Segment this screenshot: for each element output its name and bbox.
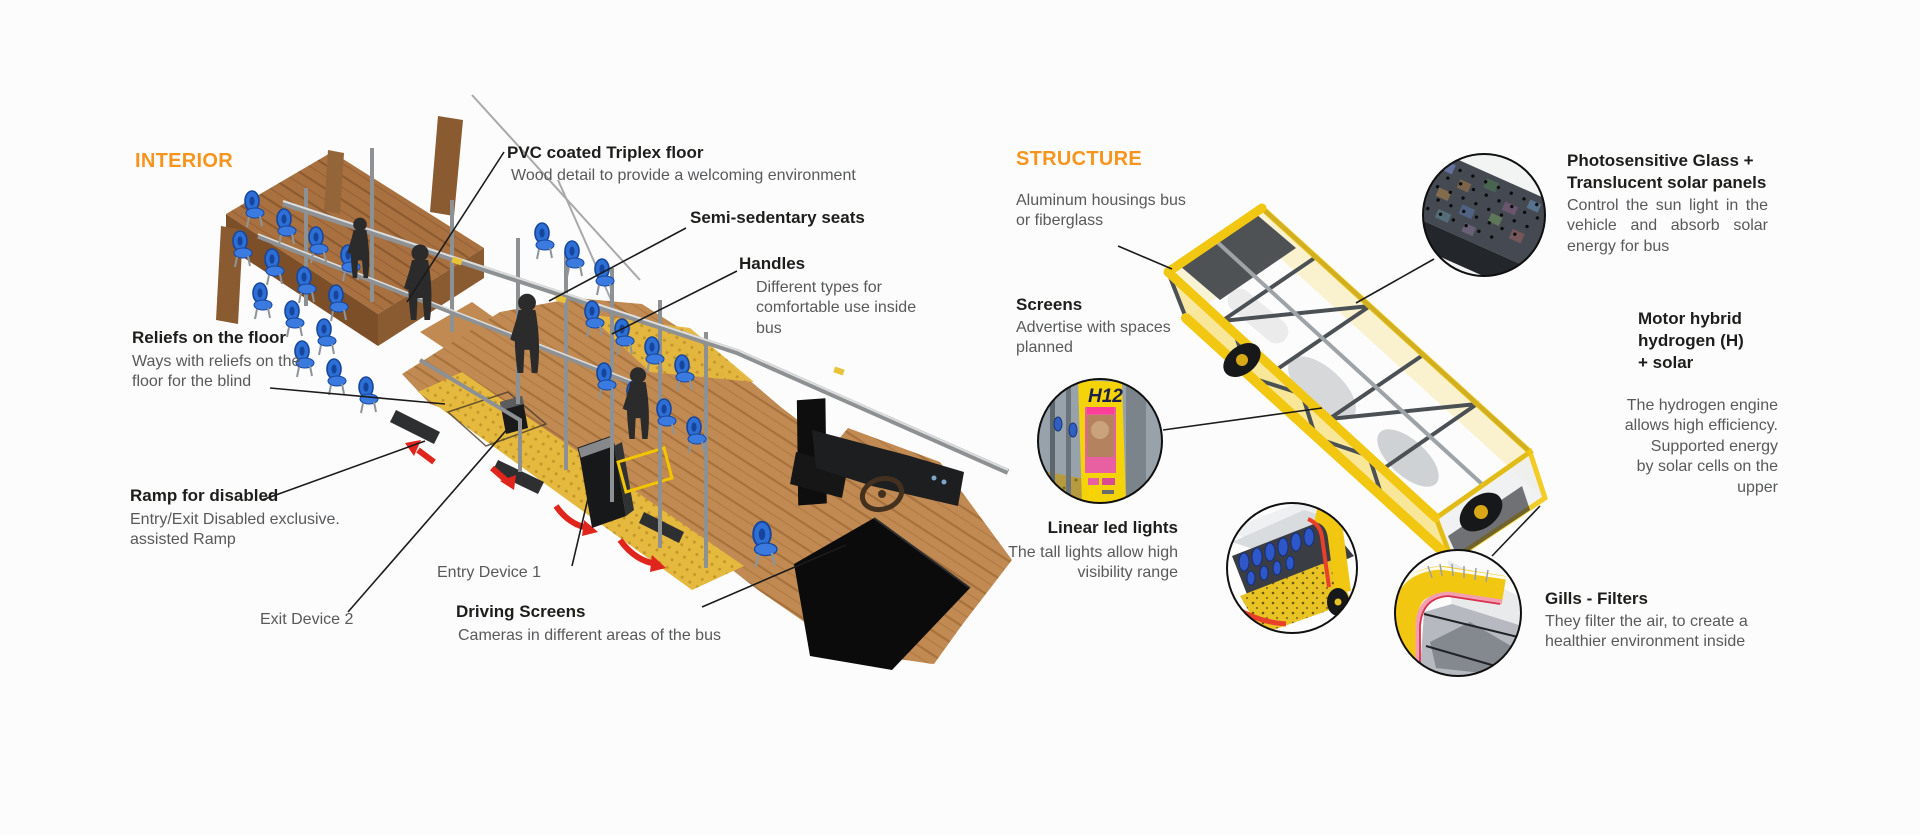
ramp-desc: Entry/Exit Disabled exclusive. assisted … [130,511,340,549]
exit-device-label: Exit Device 2 [260,611,354,628]
semi-sedentary-seats-title: Semi-sedentary seats [690,208,865,227]
driver-area [788,398,1012,670]
gills-title: Gills - Filters [1545,589,1648,608]
led-lights-desc: The tall lights allow high visibility ra… [1008,544,1178,582]
wheels [1223,343,1503,532]
screens-inset: H12 [1037,378,1163,504]
leader-lines [261,151,1541,613]
led-lights-title: Linear led lights [1047,518,1178,537]
gills-inset [1394,549,1522,677]
motor-title: Motor hybrid hydrogen (H) + solar [1638,309,1744,372]
photosensitive-glass-title: Photosensitive Glass + Translucent solar… [1567,151,1767,192]
solar-roof-inset [1422,153,1546,277]
screens-desc: Advertise with spaces planned [1016,319,1171,357]
handles-desc: Different types for comfortable use insi… [756,279,917,337]
pvc-floor-desc: Wood detail to provide a welcoming envir… [511,167,856,184]
aluminum-desc: Aluminum housings bus or fiberglass [1016,192,1186,230]
screens-title: Screens [1016,295,1083,314]
driving-screens-title: Driving Screens [456,602,586,621]
led-lights-inset [1226,502,1358,634]
handles-title: Handles [739,254,806,273]
gills-desc: They filter the air, to create a healthi… [1545,613,1748,651]
inset-route-sign: H12 [1088,386,1123,407]
structure-render [1163,203,1548,565]
reliefs-desc: Ways with reliefs on the floor for the b… [132,353,301,391]
photosensitive-glass-desc: Control the sun light in the vehicle and… [1567,197,1768,255]
ramp-title: Ramp for disabled [130,486,279,505]
driving-screens-desc: Cameras in different areas of the bus [458,627,721,644]
motor-desc: The hydrogen engine allows high efficien… [1624,397,1778,496]
interior-render [216,94,1012,670]
pvc-floor-title: PVC coated Triplex floor [507,143,704,162]
entry-device-label: Entry Device 1 [437,564,542,581]
interior-section-title: INTERIOR [135,150,233,172]
structure-section-title: STRUCTURE [1016,148,1143,170]
reliefs-title: Reliefs on the floor [132,328,286,347]
